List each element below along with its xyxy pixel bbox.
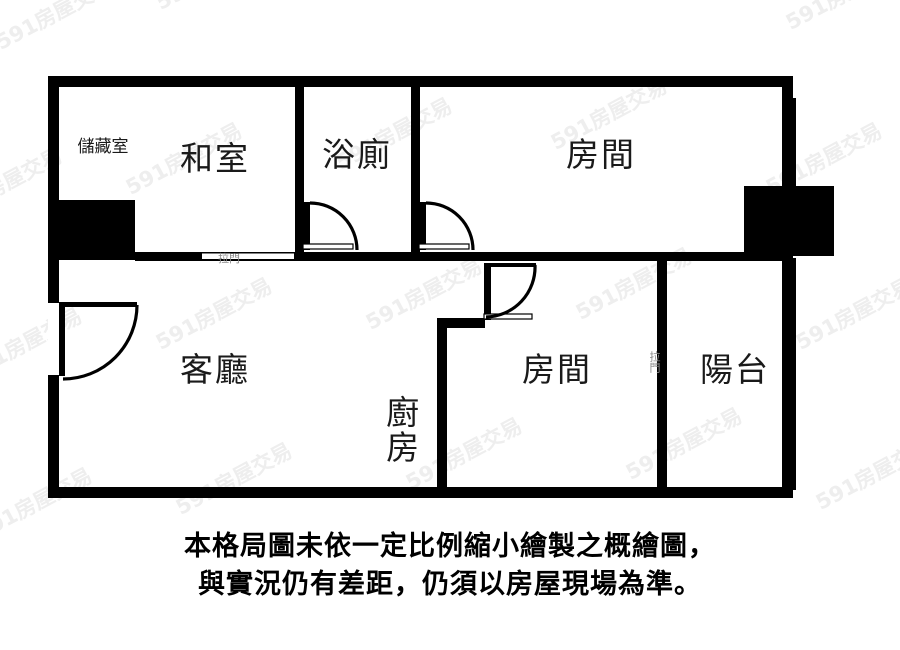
wall-kitchen-bedroom <box>437 318 447 493</box>
room-label-kitchen: 廚房 <box>380 395 420 465</box>
room-label-storage: 儲藏室 <box>77 137 129 157</box>
door-bathroom <box>418 201 475 251</box>
annotation-sliding-door-tatami: 拉門 <box>218 252 240 265</box>
door-bedroom-lower <box>483 263 537 320</box>
window-right-lower <box>786 258 789 490</box>
window-balcony-left <box>659 288 667 466</box>
wall-bottom <box>48 487 793 498</box>
annotation-sliding-door-balcony: 拉門 <box>648 351 661 373</box>
door-tatami-room <box>302 201 359 251</box>
window-right-upper-inner <box>793 98 796 190</box>
wall-kitchen-jog <box>437 318 485 328</box>
room-label-bedroom-lower: 房間 <box>522 350 592 389</box>
door-entry <box>48 300 139 381</box>
wall-bathroom-bedroom <box>411 80 420 252</box>
disclaimer-caption: 本格局圖未依一定比例縮小繪製之概繪圖， 與實況仍有差距，仍須以房屋現場為準。 <box>0 528 900 605</box>
wall-left <box>48 76 59 498</box>
interior-walls-upper <box>135 80 793 261</box>
window-right-lower-inner <box>793 258 796 490</box>
window-right-upper <box>786 98 789 190</box>
column-storage-bottom-left <box>53 200 135 260</box>
room-label-tatami: 和室 <box>180 139 250 178</box>
structural-columns <box>53 186 834 260</box>
interior-walls-lower <box>437 258 667 493</box>
caption-line-2: 與實況仍有差距，仍須以房屋現場為準。 <box>198 569 702 601</box>
wall-tatami-bathroom <box>295 80 304 252</box>
outer-walls <box>48 76 793 498</box>
window-group-right <box>786 98 796 490</box>
wall-top <box>48 76 793 87</box>
room-label-balcony: 陽台 <box>700 350 770 389</box>
room-label-bedroom-top: 房間 <box>566 135 636 174</box>
room-label-bathroom: 浴廁 <box>322 135 392 174</box>
sliding-door-tatami-symbol <box>202 252 294 261</box>
caption-line-1: 本格局圖未依一定比例縮小繪製之概繪圖， <box>184 531 716 562</box>
column-right-middle <box>744 186 834 256</box>
wall-bedroom-balcony <box>657 258 667 493</box>
wall-corridor-horizontal <box>135 252 793 261</box>
room-label-living: 客廳 <box>180 350 250 389</box>
